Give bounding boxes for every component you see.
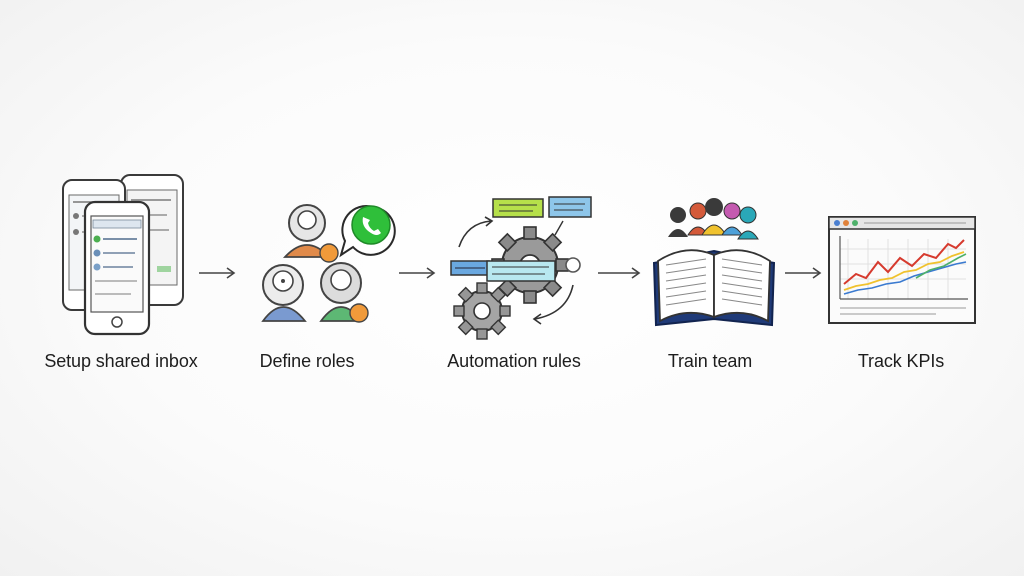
book-team-icon: [652, 198, 776, 327]
step-label: Define roles: [259, 351, 355, 371]
people-roles-icon: [261, 204, 396, 323]
step-track-kpis: [826, 214, 982, 326]
step-label: Track KPIs: [857, 351, 945, 371]
step-label: Train team: [667, 351, 753, 371]
step-label: Automation rules: [447, 351, 581, 371]
gears-icon: [450, 196, 592, 340]
phones-icon: [62, 174, 184, 336]
step-label: Setup shared inbox: [44, 351, 198, 371]
arrow-right-icon: [399, 267, 436, 279]
step-setup-shared-inbox: [55, 170, 195, 336]
step-define-roles: [255, 185, 405, 325]
step-automation-rules: [445, 195, 595, 340]
arrow-right-icon: [785, 267, 822, 279]
step-train-team: [648, 193, 780, 333]
arrow-right-icon: [598, 267, 641, 279]
arrow-right-icon: [199, 267, 236, 279]
chart-window-icon: [828, 216, 976, 324]
